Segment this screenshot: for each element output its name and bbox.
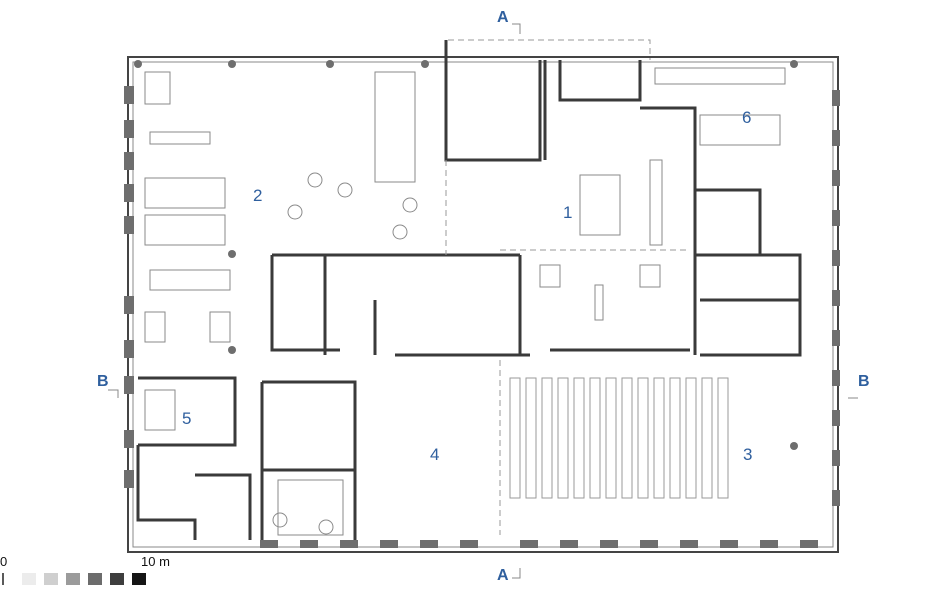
section-marker-a-bottom: A xyxy=(497,567,509,584)
room-label-2: 2 xyxy=(253,186,263,205)
scale-swatch-6 xyxy=(132,573,146,585)
scale-end-label: 10 m xyxy=(141,554,170,569)
scale-swatch-5 xyxy=(110,573,124,585)
room-label-5: 5 xyxy=(182,409,192,428)
seating-rows xyxy=(509,377,729,499)
room-label-4: 4 xyxy=(430,445,440,464)
outer-wall xyxy=(127,56,839,553)
room-label-3: 3 xyxy=(743,445,753,464)
partition-lines xyxy=(445,39,690,535)
facade-columns xyxy=(124,60,840,548)
scale-swatch-4 xyxy=(88,573,102,585)
room-label-6: 6 xyxy=(742,108,752,127)
furniture xyxy=(144,67,786,536)
room-label-1: 1 xyxy=(563,203,573,222)
section-marker-b-right: B xyxy=(858,373,870,390)
interior-walls xyxy=(136,40,802,540)
section-marker-a-top: A xyxy=(497,9,509,26)
scale-swatch-1 xyxy=(22,573,36,585)
section-marker-b-left: B xyxy=(97,373,109,390)
scale-bar xyxy=(2,573,146,585)
scale-start-label: 0 xyxy=(0,554,8,569)
scale-swatch-3 xyxy=(66,573,80,585)
section-markers xyxy=(108,23,858,579)
scale-swatch-2 xyxy=(44,573,58,585)
